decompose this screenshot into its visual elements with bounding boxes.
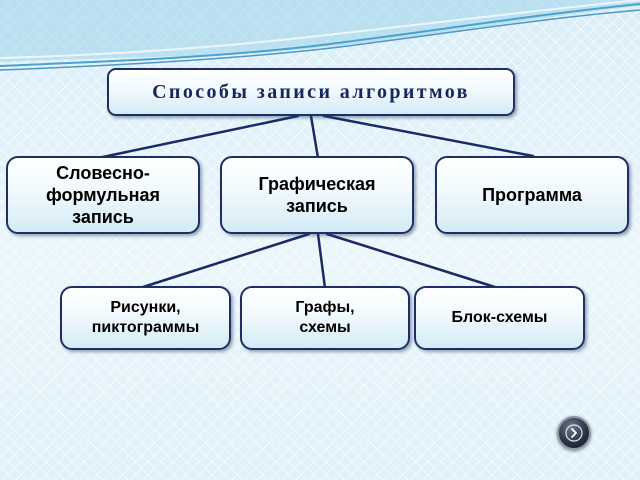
pictures-pictograms-box: Рисунки, пиктограммы [60, 286, 231, 350]
flowcharts-label: Блок-схемы [451, 309, 548, 326]
verbal-line-1: Словесно- [56, 163, 150, 183]
connector-title-verbal [96, 114, 300, 160]
graphic-line-2: запись [286, 196, 348, 216]
graphic-record-label: Графическая запись [258, 173, 375, 217]
graphs-line-2: схемы [299, 319, 351, 336]
pictures-label: Рисунки, пиктограммы [92, 298, 200, 338]
chevron-right-icon [565, 424, 583, 442]
title-box: Способы записи алгоритмов [107, 68, 515, 116]
connector-graphic-pictures [138, 232, 311, 290]
pictures-line-1: Рисунки, [110, 299, 181, 316]
connector-graphic-graphs [316, 232, 327, 290]
verbal-formula-box: Словесно- формульная запись [6, 156, 200, 234]
connector-title-program [322, 114, 535, 158]
graphic-line-1: Графическая [258, 174, 376, 194]
graphs-line-1: Графы, [295, 299, 355, 316]
verbal-line-3: запись [72, 207, 134, 227]
program-label: Программа [482, 185, 582, 205]
graphs-label: Графы, схемы [295, 298, 354, 338]
verbal-formula-label: Словесно- формульная запись [46, 162, 160, 228]
pictures-line-2: пиктограммы [91, 319, 200, 336]
title-text: Способы записи алгоритмов [152, 80, 470, 103]
verbal-line-2: формульная [45, 185, 160, 205]
flowcharts-box: Блок-схемы [414, 286, 585, 350]
graphic-record-box: Графическая запись [220, 156, 414, 234]
connector-title-graphic [309, 114, 320, 160]
connector-graphic-flowcharts [325, 232, 500, 290]
graphs-schemes-box: Графы, схемы [240, 286, 410, 350]
decorative-wave [0, 0, 640, 71]
program-box: Программа [435, 156, 629, 234]
next-slide-button[interactable] [557, 416, 591, 450]
